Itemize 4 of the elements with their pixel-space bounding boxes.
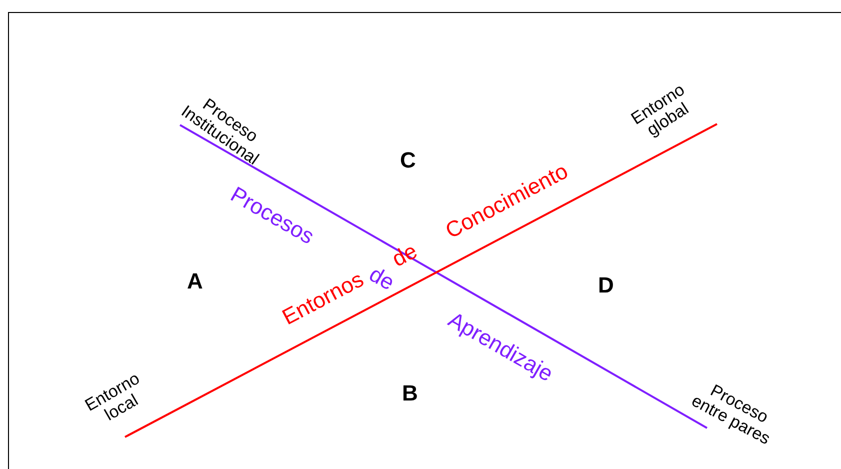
quadrant-letter: C <box>400 148 416 172</box>
quadrant-letter: D <box>598 273 614 297</box>
quadrant-letter: B <box>402 381 418 405</box>
quadrant-letter: A <box>187 269 203 293</box>
